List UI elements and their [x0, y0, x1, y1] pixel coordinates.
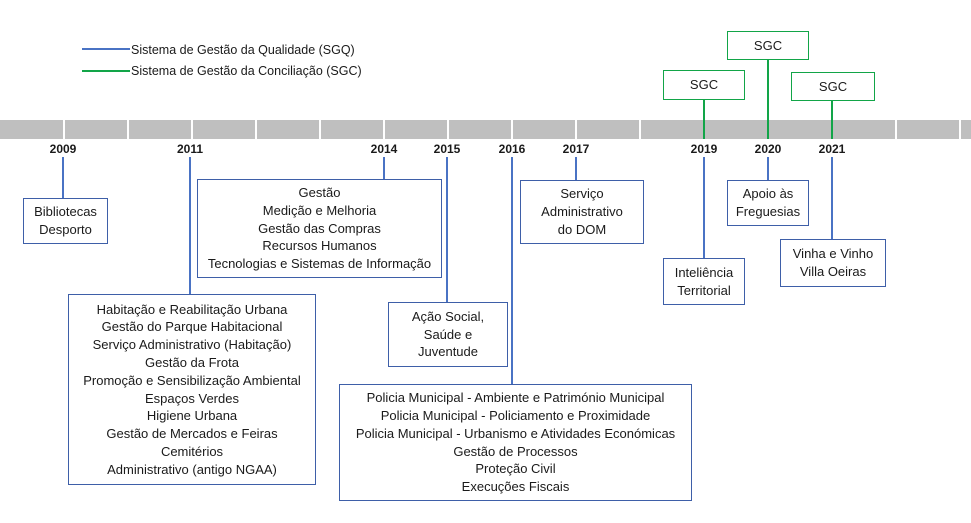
entry-line: Saúde e: [423, 326, 473, 342]
year-label-2011: 2011: [176, 142, 204, 156]
legend-sgc-line: [82, 70, 130, 72]
entry-line: Administrativo (antigo NGAA): [107, 461, 277, 477]
entry-line: Juventude: [418, 344, 478, 360]
entry-line: Policia Municipal - Urbanismo e Atividad…: [355, 425, 676, 441]
entry-line: Gestão: [298, 185, 341, 200]
entry-line: Gestão de Mercados e Feiras: [106, 426, 278, 442]
year-label-2015: 2015: [433, 142, 461, 156]
entry-line: Tecnologias e Sistemas de Informação: [207, 256, 432, 272]
entry-line: Medição e Melhoria: [262, 202, 377, 218]
entry-box-2016-sgq: Policia Municipal - Ambiente e Patrimóni…: [339, 384, 692, 501]
entry-box-2019-sgc: SGC: [663, 70, 745, 100]
entry-line: Proteção Civil: [475, 461, 556, 477]
legend-sgc-label: Sistema de Gestão da Conciliação (SGC): [131, 64, 362, 78]
entry-line: Vinha e Vinho: [792, 246, 874, 262]
entry-line: Inteliência: [674, 264, 734, 280]
entry-line: Villa Oeiras: [799, 264, 867, 279]
entry-line: SGC: [689, 77, 719, 93]
year-label-2020: 2020: [754, 142, 782, 156]
year-label-2009: 2009: [49, 142, 77, 156]
entry-line: Gestão das Compras: [258, 220, 381, 236]
entry-line: Apoio às: [742, 186, 794, 202]
entry-box-2021-sgc: SGC: [791, 72, 875, 101]
entry-line: Higiene Urbana: [146, 408, 238, 424]
entry-line: Policia Municipal - Policiamento e Proxi…: [380, 407, 651, 423]
entry-line: Gestão da Frota: [145, 354, 239, 370]
entry-box-2015-sgq: Ação Social, Saúde e Juventude: [388, 302, 508, 367]
entry-line: Desporto: [39, 222, 92, 237]
entry-line: do DOM: [557, 221, 607, 237]
entry-line: Execuções Fiscais: [461, 479, 570, 495]
entry-box-2020-sgq: Apoio às Freguesias: [727, 180, 809, 226]
entry-line: Bibliotecas: [34, 204, 97, 220]
entry-line: Serviço Administrativo (Habitação): [92, 337, 292, 353]
entry-line: SGC: [818, 78, 848, 94]
entry-line: Cemitérios: [160, 443, 224, 459]
entry-line: Espaços Verdes: [145, 390, 239, 406]
entry-line: Serviço: [560, 186, 604, 202]
entry-line: Gestão de Processos: [453, 443, 578, 459]
entry-line: Habitação e Reabilitação Urbana: [96, 301, 288, 317]
year-label-2014: 2014: [370, 142, 398, 156]
entry-box-2020-sgc: SGC: [727, 31, 809, 60]
year-label-2021: 2021: [818, 142, 846, 156]
year-label-2019: 2019: [690, 142, 718, 156]
year-label-2017: 2017: [562, 142, 590, 156]
entry-line: Policia Municipal - Ambiente e Patrimóni…: [366, 390, 665, 406]
timeline-bar: [0, 120, 971, 139]
entry-line: Gestão do Parque Habitacional: [101, 319, 283, 335]
year-label-2016: 2016: [498, 142, 526, 156]
entry-line: Territorial: [677, 282, 731, 298]
entry-line: Ação Social,: [411, 308, 485, 324]
entry-line: Recursos Humanos: [262, 238, 377, 254]
entry-line: Freguesias: [735, 204, 801, 219]
entry-line: Promoção e Sensibilização Ambiental: [83, 372, 301, 388]
entry-line: SGC: [753, 37, 783, 53]
entry-line: Administrativo: [541, 204, 623, 220]
legend-sgq-line: [82, 48, 130, 50]
legend-sgq-label: Sistema de Gestão da Qualidade (SGQ): [131, 43, 355, 57]
